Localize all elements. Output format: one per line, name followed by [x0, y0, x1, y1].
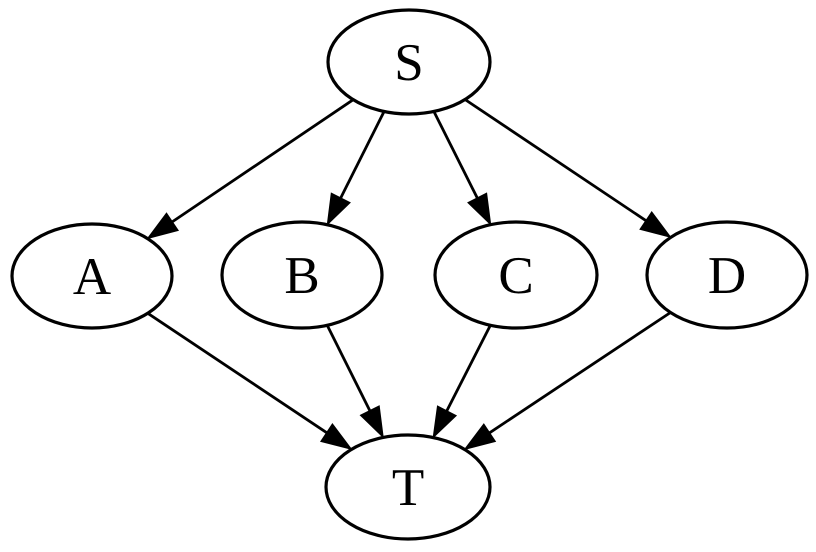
edge-line — [464, 98, 649, 223]
node-S: S — [326, 8, 492, 116]
arrowhead-icon — [467, 192, 492, 227]
arrowhead-icon — [639, 211, 672, 239]
edge-line — [487, 311, 672, 436]
node-ellipse — [326, 8, 492, 116]
arrowhead-icon — [326, 192, 351, 227]
node-label: D — [708, 247, 746, 305]
edge-S-D — [464, 98, 672, 239]
node-label: T — [392, 459, 424, 517]
node-label: A — [73, 248, 111, 306]
arrowhead-icon — [146, 212, 180, 240]
edge-A-T — [147, 312, 353, 451]
edge-C-T — [432, 324, 492, 439]
edge-line — [169, 98, 354, 225]
node-ellipse — [645, 220, 809, 330]
node-T: T — [324, 433, 492, 541]
node-A: A — [10, 222, 174, 330]
node-label: S — [394, 34, 423, 92]
node-D: D — [645, 220, 809, 330]
edge-S-A — [146, 98, 354, 240]
arrowhead-icon — [463, 423, 497, 451]
arrowhead-icon — [432, 405, 458, 439]
node-ellipse — [10, 222, 174, 330]
node-label: B — [284, 247, 319, 305]
edge-line — [444, 324, 492, 414]
edge-line — [432, 110, 480, 201]
node-label: C — [498, 247, 533, 305]
node-ellipse — [433, 220, 599, 330]
edge-S-B — [326, 110, 386, 227]
edge-line — [325, 324, 372, 414]
edge-line — [338, 110, 386, 201]
node-ellipse — [324, 433, 492, 541]
node-ellipse — [220, 220, 384, 330]
node-B: B — [220, 220, 384, 330]
arrowhead-icon — [319, 423, 353, 451]
edge-line — [147, 312, 329, 435]
arrowhead-icon — [359, 405, 384, 439]
node-C: C — [433, 220, 599, 330]
edge-B-T — [325, 324, 384, 439]
edge-S-C — [432, 110, 492, 227]
edge-D-T — [463, 311, 672, 451]
